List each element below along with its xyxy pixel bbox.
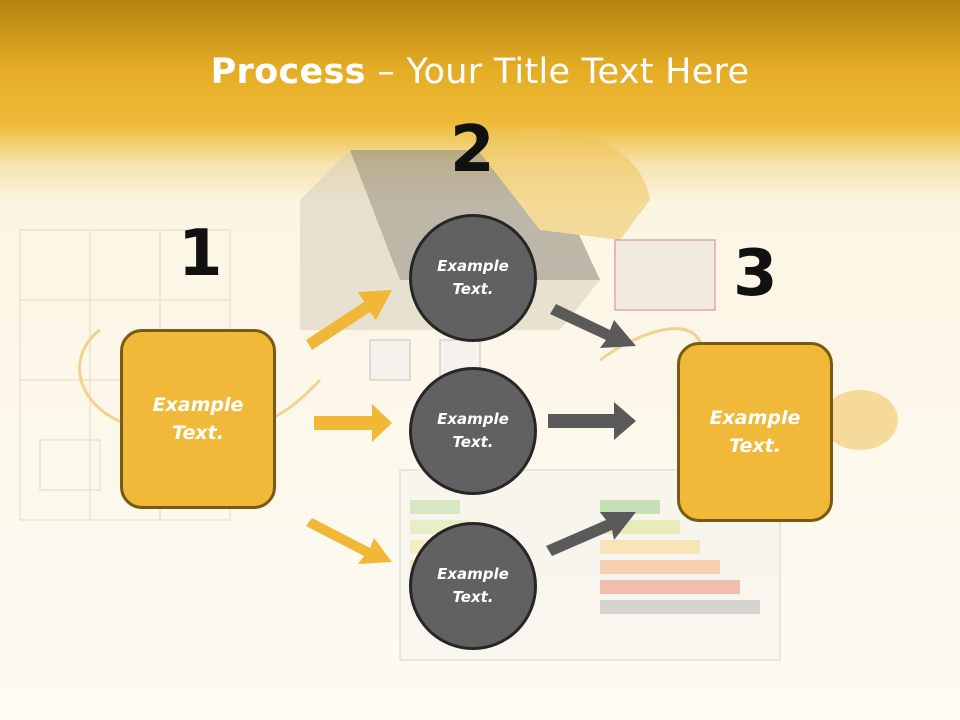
step-number-3: 3 bbox=[733, 237, 778, 311]
title-rest: – Your Title Text Here bbox=[365, 52, 750, 92]
right-box-text: Example Text. bbox=[709, 406, 801, 458]
circle-top-text: Example Text. bbox=[437, 256, 509, 298]
step-number-2: 2 bbox=[450, 113, 495, 187]
circle-bottom: Example Text. bbox=[409, 522, 537, 650]
left-box: Example Text. bbox=[120, 329, 276, 509]
circle-middle: Example Text. bbox=[409, 367, 537, 495]
title-bold: Process bbox=[210, 52, 366, 92]
slide-title: Process – Your Title Text Here bbox=[0, 52, 960, 92]
gray-arrow-down-icon bbox=[550, 304, 636, 348]
step-number-1: 1 bbox=[178, 217, 223, 291]
circle-middle-text: Example Text. bbox=[437, 409, 509, 451]
circle-bottom-text: Example Text. bbox=[437, 564, 509, 606]
yellow-arrow-right-icon bbox=[314, 404, 392, 442]
left-box-text: Example Text. bbox=[152, 393, 244, 445]
gray-arrow-up-icon bbox=[546, 512, 636, 556]
yellow-arrow-down-icon bbox=[306, 518, 392, 564]
gray-arrow-right-icon bbox=[548, 402, 636, 440]
circle-top: Example Text. bbox=[409, 214, 537, 342]
right-box: Example Text. bbox=[677, 342, 833, 522]
yellow-arrow-up-icon bbox=[306, 290, 392, 350]
